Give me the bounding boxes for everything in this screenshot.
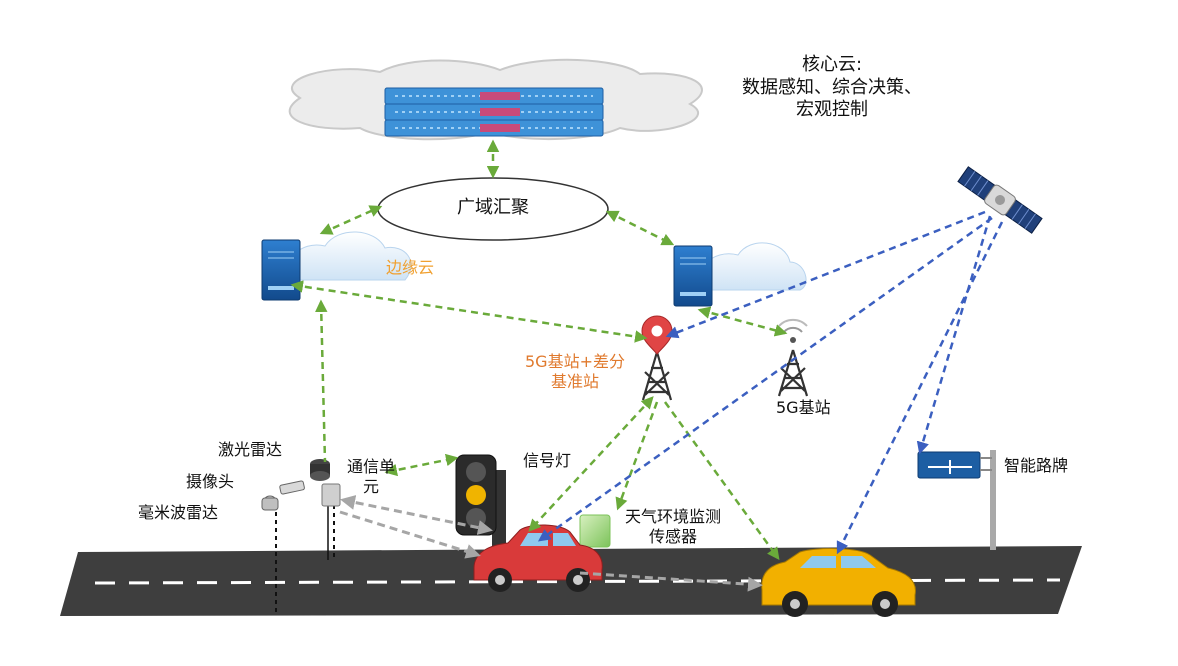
comm-unit-label-line2: 元 xyxy=(362,477,379,496)
core-cloud-label-line3: 宏观控制 xyxy=(796,99,868,120)
env-sensor-label-line2: 传感器 xyxy=(648,527,697,546)
base-station-ref-label: 5G基站+差分 基准站 xyxy=(500,352,650,392)
core-cloud-label-line1: 核心云: xyxy=(801,54,863,75)
camera-label: 摄像头 xyxy=(186,472,235,491)
env-sensor-icon xyxy=(579,514,611,548)
core-server-rack-icon xyxy=(384,87,604,137)
mmwave-radar-label: 毫米波雷达 xyxy=(138,503,219,522)
base-station-ref-label-line1: 5G基站+差分 xyxy=(525,352,625,371)
edge-cloud-right-icon xyxy=(673,242,807,307)
edge-cloud-left-icon xyxy=(261,231,412,301)
lidar-comm-unit-pole xyxy=(310,459,341,560)
comm-unit-label: 通信单 元 xyxy=(338,457,404,497)
yellow-car-icon xyxy=(761,548,916,617)
smart-sign-icon xyxy=(917,450,996,550)
blue-links xyxy=(537,210,1004,555)
camera-radar-pole xyxy=(261,480,305,612)
satellite-icon xyxy=(957,166,1043,234)
core-cloud-label-line2: 数据感知、综合决策、 xyxy=(742,76,922,98)
wan-aggregation-label: 广域汇聚 xyxy=(457,197,529,218)
gray-links xyxy=(339,495,763,592)
traffic-light-label: 信号灯 xyxy=(523,451,572,470)
smart-sign-label: 智能路牌 xyxy=(1004,456,1069,475)
edge-cloud-label: 边缘云 xyxy=(386,258,435,277)
env-sensor-label-line1: 天气环境监测 xyxy=(624,507,721,526)
base-station-5g-label: 5G基站 xyxy=(776,398,831,417)
core-cloud-label: 核心云: 数据感知、综合决策、 宏观控制 xyxy=(712,54,952,122)
green-links xyxy=(290,139,788,561)
env-sensor-label: 天气环境监测 传感器 xyxy=(608,507,738,547)
red-car-icon xyxy=(473,524,603,592)
traffic-light-icon xyxy=(455,454,506,555)
comm-unit-label-line1: 通信单 xyxy=(346,457,395,476)
lidar-label: 激光雷达 xyxy=(218,440,283,459)
base-station-ref-label-line2: 基准站 xyxy=(550,372,599,391)
